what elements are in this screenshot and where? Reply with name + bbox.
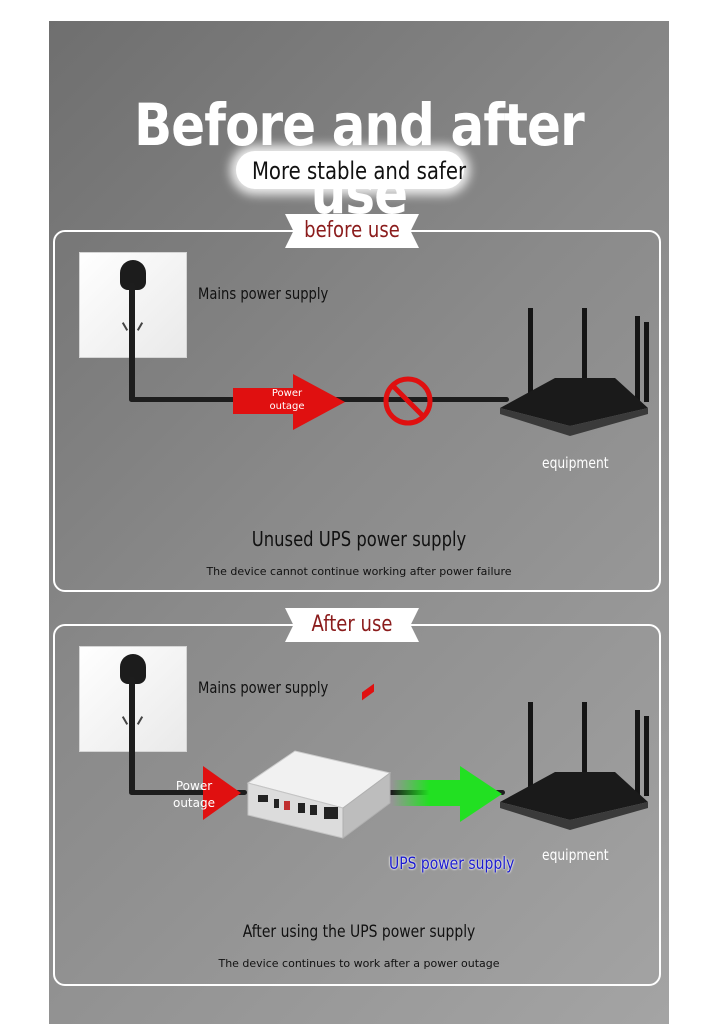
cable (129, 676, 135, 794)
equipment-label: equipment (542, 846, 609, 864)
caption-title: Unused UPS power supply (251, 527, 467, 551)
no-entry-icon (383, 376, 433, 426)
mains-power-label: Mains power supply (198, 678, 329, 697)
ups-output-arrow-icon (392, 766, 502, 822)
poster: Before and after use More stable and saf… (49, 21, 669, 1024)
subtitle-highlight (236, 151, 464, 189)
mains-power-label: Mains power supply (198, 284, 329, 303)
before-tab (293, 214, 411, 248)
before-tab-label: before use (304, 218, 400, 243)
after-panel: Mains power supply Power outage (53, 624, 661, 986)
caption-text: The device cannot continue working after… (206, 565, 512, 578)
cable (129, 790, 247, 795)
after-tab (293, 608, 411, 642)
outage-label: Power outage (269, 388, 305, 412)
ups-power-label: UPS power supply (389, 854, 515, 874)
cable (129, 282, 135, 402)
before-panel: Mains power supply Power outage equipmen… (53, 230, 661, 592)
outage-arrow-icon (233, 374, 345, 430)
caption-text: The device continues to work after a pow… (218, 957, 500, 970)
page-subtitle: More stable and safer (251, 157, 467, 185)
router-icon (500, 702, 649, 830)
outage-arrow-icon (203, 766, 241, 820)
router-icon (500, 308, 649, 436)
after-tab-label: After use (311, 612, 393, 637)
ups-box-icon (246, 683, 392, 839)
caption-title: After using the UPS power supply (242, 922, 476, 942)
outage-label: Power outage (172, 779, 215, 810)
equipment-label: equipment (542, 454, 609, 472)
